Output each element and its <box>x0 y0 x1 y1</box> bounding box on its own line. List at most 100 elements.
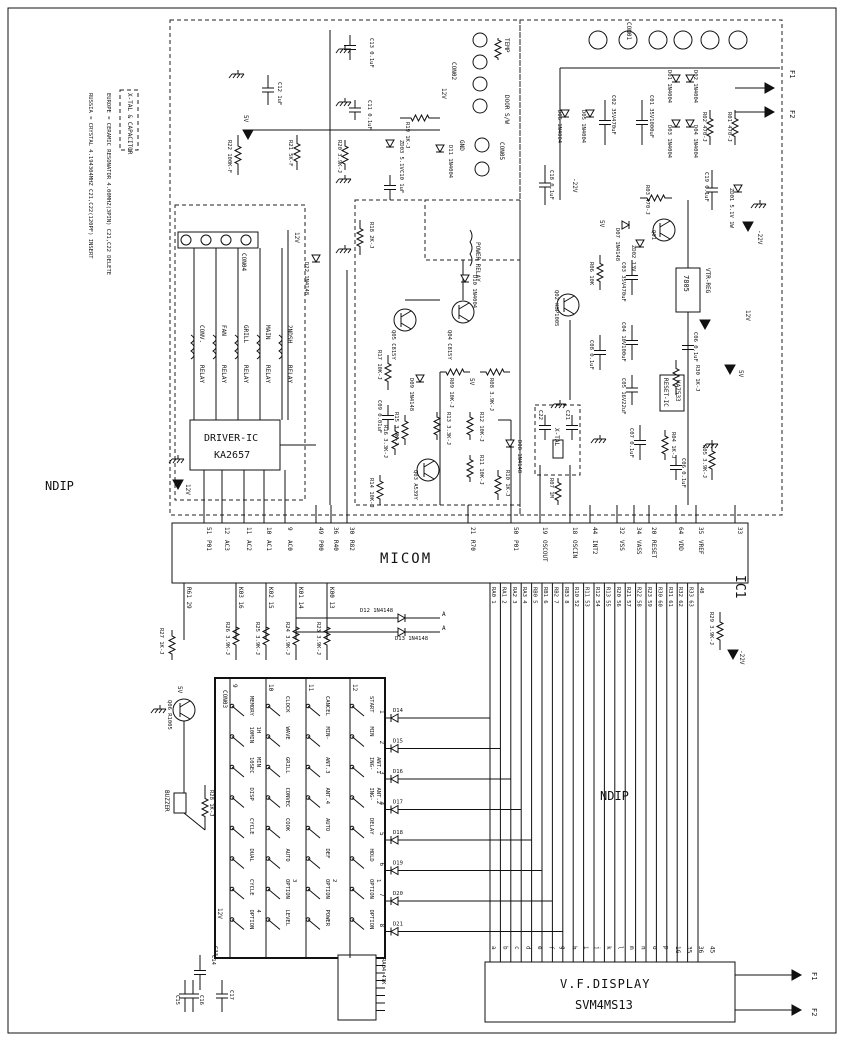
micom-top-pin-number: 35 <box>697 527 704 535</box>
micom-top-pin-number: 19 <box>541 527 548 535</box>
micom-top-pin-name: AC0 <box>286 540 293 551</box>
c33-label: C33 <box>212 946 218 956</box>
micom-top-pin-number: 32 <box>618 527 625 535</box>
r18-symbol <box>355 220 365 255</box>
key-label: CLOCK <box>284 696 290 713</box>
c15-label: C15 <box>174 995 180 1005</box>
key-switch <box>231 858 245 869</box>
r27-label: R27 1K-J <box>158 628 164 655</box>
key-switch <box>307 919 321 930</box>
r05-symbol <box>707 440 717 480</box>
matrix-row-number: 10 <box>267 684 274 692</box>
matrix-diode-symbol <box>389 835 399 845</box>
vfd-title-label: V.F.DISPLAY <box>560 977 650 991</box>
key-switch <box>351 766 365 778</box>
micom-top-pin-number: 33 <box>736 527 743 535</box>
driver-ic-label: DRIVER-IC <box>204 433 258 444</box>
r20-label: R20 3.9K-J <box>336 140 342 173</box>
zd01-label: ZD01 5.1V 1W <box>728 188 734 228</box>
key-switch <box>267 858 281 869</box>
d07-symbol <box>621 220 631 230</box>
v12-label-b: 12V <box>293 232 300 243</box>
r12-label: R12 10K-J <box>478 412 484 442</box>
micom-top-pin-number: 9 <box>286 527 293 531</box>
matrix-diode-symbol <box>389 926 399 937</box>
micom-label: MICOM <box>380 551 432 567</box>
r30-label: R30 1K-J <box>694 365 700 392</box>
c11-label: C11 0.1uF <box>366 100 372 130</box>
r01-symbol <box>730 110 740 145</box>
r17-symbol <box>383 355 393 390</box>
con05-pin <box>474 137 490 153</box>
key-label: DISP <box>248 788 254 802</box>
vfd-f1-arrow-icon <box>791 969 803 981</box>
r19-symbol <box>400 113 440 123</box>
key-label: 1 <box>375 879 381 882</box>
r08-label: R08 3.9K-J <box>488 378 494 411</box>
reset-ic <box>659 374 685 412</box>
r14-label: R14 10K-J <box>368 478 374 508</box>
c10-label: C10 1uF <box>398 170 404 193</box>
q03-label: Q03 A539Y <box>412 470 418 500</box>
vfd-pin-label: o <box>651 946 658 950</box>
r11-label: R11 10K-J <box>478 455 484 485</box>
con03-label: CON03 <box>221 690 228 708</box>
matrix-row-number: 12 <box>351 684 358 692</box>
key-switch <box>267 797 281 808</box>
transistor-collector <box>179 700 191 708</box>
key-matrix: 1211109STARTMINING-ANT.1ING-ANT.2DELAYHO… <box>229 678 381 958</box>
pullup-label: R25 3.9K-J <box>254 622 260 655</box>
relay-name: CONV. <box>198 325 205 343</box>
driver-ic <box>189 419 281 471</box>
reg-7805-label: 7805 <box>682 275 690 292</box>
r29-label: R29 3.9K-J <box>708 612 714 645</box>
micom-bottom-pin-label: 48 <box>698 587 704 594</box>
temp-sensor-symbol <box>493 38 503 60</box>
d22-symbol <box>311 254 321 264</box>
micom-bottom-pin-label: R30 60 <box>656 587 662 607</box>
r16-label: R16 3.3K-J <box>382 425 388 458</box>
key-switch <box>267 766 281 778</box>
r08-symbol <box>480 367 510 377</box>
vss-ground-icon <box>590 438 607 444</box>
micom-top-pin-name: OSCIN <box>571 540 578 558</box>
r02-label: R02 470-J <box>701 112 707 142</box>
q02-label: Q02 KSP1005 <box>553 290 559 326</box>
matrix-diode-label: D17 <box>393 800 403 806</box>
r17-label: R17 10K-J <box>376 350 382 380</box>
key-label: HOLD <box>368 849 374 862</box>
relay-label: RELAY <box>198 365 205 383</box>
v12-label-d: 12V <box>184 484 191 495</box>
key-switch <box>267 736 281 747</box>
xtal-symbol <box>552 439 564 459</box>
ndip-right-label: NDIP <box>600 789 629 803</box>
d03-symbol <box>671 119 681 129</box>
key-switch <box>307 888 321 900</box>
c04-label: C04 10V100uF <box>620 322 626 362</box>
con01-pin <box>588 30 608 50</box>
d07-label: D07 1N4148 <box>614 228 620 261</box>
vm22-arrow-icon <box>727 649 739 661</box>
micom-top-pin-number: 30 <box>348 527 355 535</box>
ndip-left-label: NDIP <box>45 479 74 493</box>
gnd-label: GND <box>458 140 465 151</box>
con01-connector <box>588 30 748 50</box>
key-label: OPTION <box>368 879 374 899</box>
transistor-emitter <box>179 712 191 720</box>
v5-reg-arrow-icon <box>724 364 736 376</box>
relay-driver-outline <box>174 204 306 501</box>
r15-label: R15 3.9K-J <box>393 412 399 445</box>
c16-label: C16 <box>198 995 204 1005</box>
micom-bottom-pin-label: R21 57 <box>625 587 631 607</box>
driver-ground-icon <box>168 458 185 464</box>
r05-label: R05 3.9K-J <box>701 445 707 478</box>
con04-pin <box>220 234 232 246</box>
zd01-ground-icon <box>750 203 767 209</box>
zd02-symbol <box>635 239 645 249</box>
micom-bottom-pin-label: R10 52 <box>573 587 579 607</box>
key-label: MIN- <box>324 727 330 740</box>
key-switch <box>351 736 365 747</box>
